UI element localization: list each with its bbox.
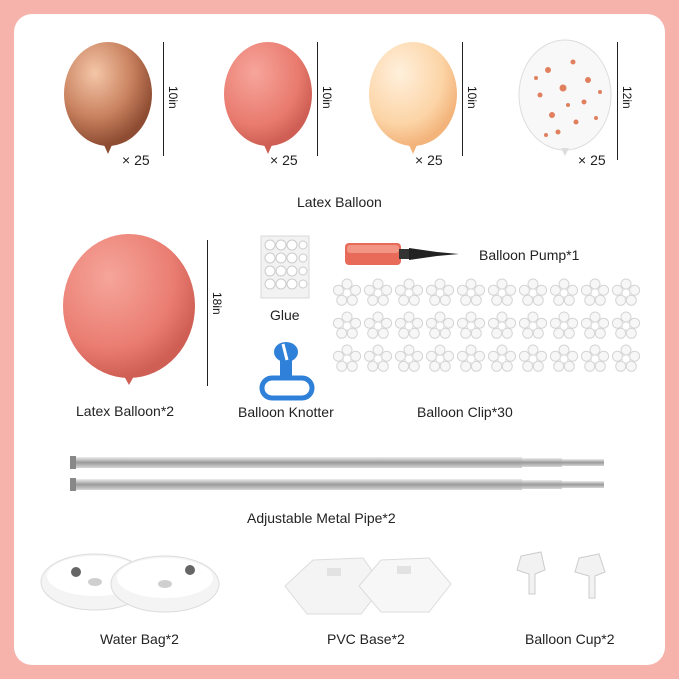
glue-label: Glue [270,307,300,323]
pipe-label: Adjustable Metal Pipe*2 [247,510,396,526]
dim-label-2: 10in [320,86,334,109]
latex-balloon-label: Latex Balloon [297,194,382,210]
dim-line-3 [462,42,463,156]
clip-label: Balloon Clip*30 [417,404,513,420]
qty-label-1: × 25 [122,152,150,168]
qty-label-4: × 25 [578,152,606,168]
large-balloon-label: Latex Balloon*2 [76,403,175,419]
dim-label-4: 12in [620,86,634,109]
pump-label: Balloon Pump*1 [479,247,580,263]
dim-line-2 [317,42,318,156]
pvc-base-label: PVC Base*2 [327,631,405,647]
water-bag-label: Water Bag*2 [100,631,179,647]
dim-line-big [207,240,208,386]
dim-label-big: 18in [210,292,224,315]
knotter-label: Balloon Knotter [238,404,334,420]
balloon-cup-label: Balloon Cup*2 [525,631,615,647]
dim-label-1: 10in [166,86,180,109]
dim-label-3: 10in [465,86,479,109]
qty-label-2: × 25 [270,152,298,168]
qty-label-3: × 25 [415,152,443,168]
dim-line-4 [617,42,618,160]
dim-line-1 [163,42,164,156]
